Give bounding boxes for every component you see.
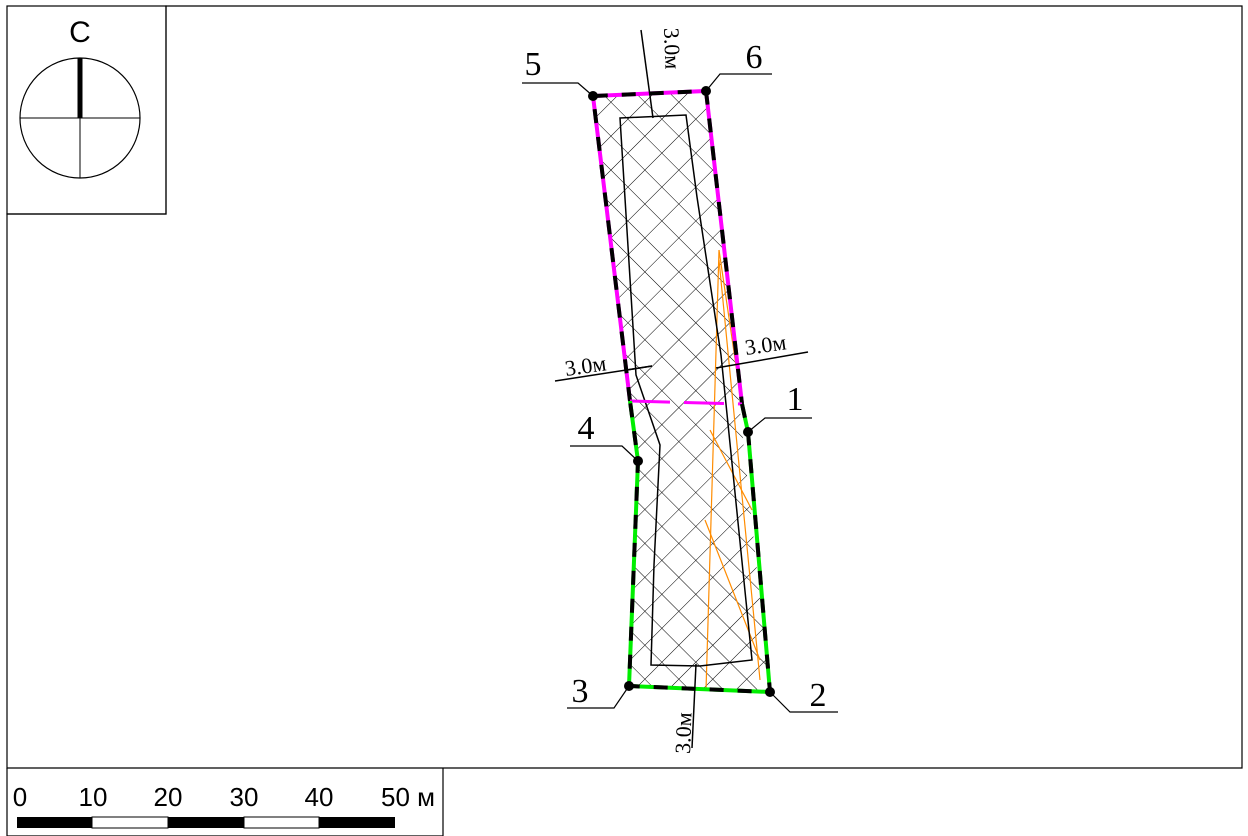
scale-tick-20: 20: [154, 782, 183, 812]
scale-segment-2: [91, 816, 169, 829]
scale-segment-1: [17, 817, 92, 828]
scale-tick-40: 40: [305, 782, 334, 812]
point-4-label: 4: [578, 410, 595, 447]
scale-bar-ticks: 0 10 20 30 40 50 м: [13, 782, 435, 812]
point-1-leader: [747, 417, 812, 433]
point-3-label: 3: [572, 673, 589, 710]
scale-bar-frame: [6, 768, 444, 836]
compass-frame: [6, 5, 167, 215]
point-1-label: 1: [787, 381, 804, 418]
scale-tick-50: 50 м: [381, 782, 435, 812]
offset-top-label: 3.0м: [659, 27, 685, 69]
offset-bottom: 3.0м: [670, 663, 697, 754]
scale-tick-0: 0: [13, 782, 27, 812]
offset-left-label: 3.0м: [563, 350, 608, 381]
scale-tick-30: 30: [230, 782, 259, 812]
point-6-leader: [705, 73, 772, 92]
point-5-label: 5: [525, 46, 542, 83]
point-4-leader: [570, 445, 639, 462]
compass: С: [19, 16, 141, 179]
parcel-hatch: [593, 91, 770, 692]
scale-segment-4: [243, 816, 320, 829]
offset-right-label: 3.0м: [743, 329, 788, 360]
scale-bar: [17, 816, 395, 829]
point-2-leader: [769, 691, 838, 713]
scale-tick-10: 10: [79, 782, 108, 812]
offset-bottom-label: 3.0м: [670, 712, 696, 754]
offset-left: 3.0м: [554, 350, 653, 382]
scale-segment-5: [319, 817, 395, 828]
parcel-points: 5 6 1 4 3 2: [522, 39, 838, 714]
point-6-label: 6: [746, 39, 763, 76]
scale-segment-3: [168, 817, 244, 828]
point-3-leader: [567, 685, 630, 709]
inner-boundary: [619, 114, 753, 667]
offset-top: 3.0м: [640, 27, 685, 119]
compass-north-label: С: [69, 16, 91, 49]
point-2-label: 2: [810, 677, 827, 714]
point-5-leader: [522, 82, 594, 97]
offset-right: 3.0м: [715, 329, 809, 369]
